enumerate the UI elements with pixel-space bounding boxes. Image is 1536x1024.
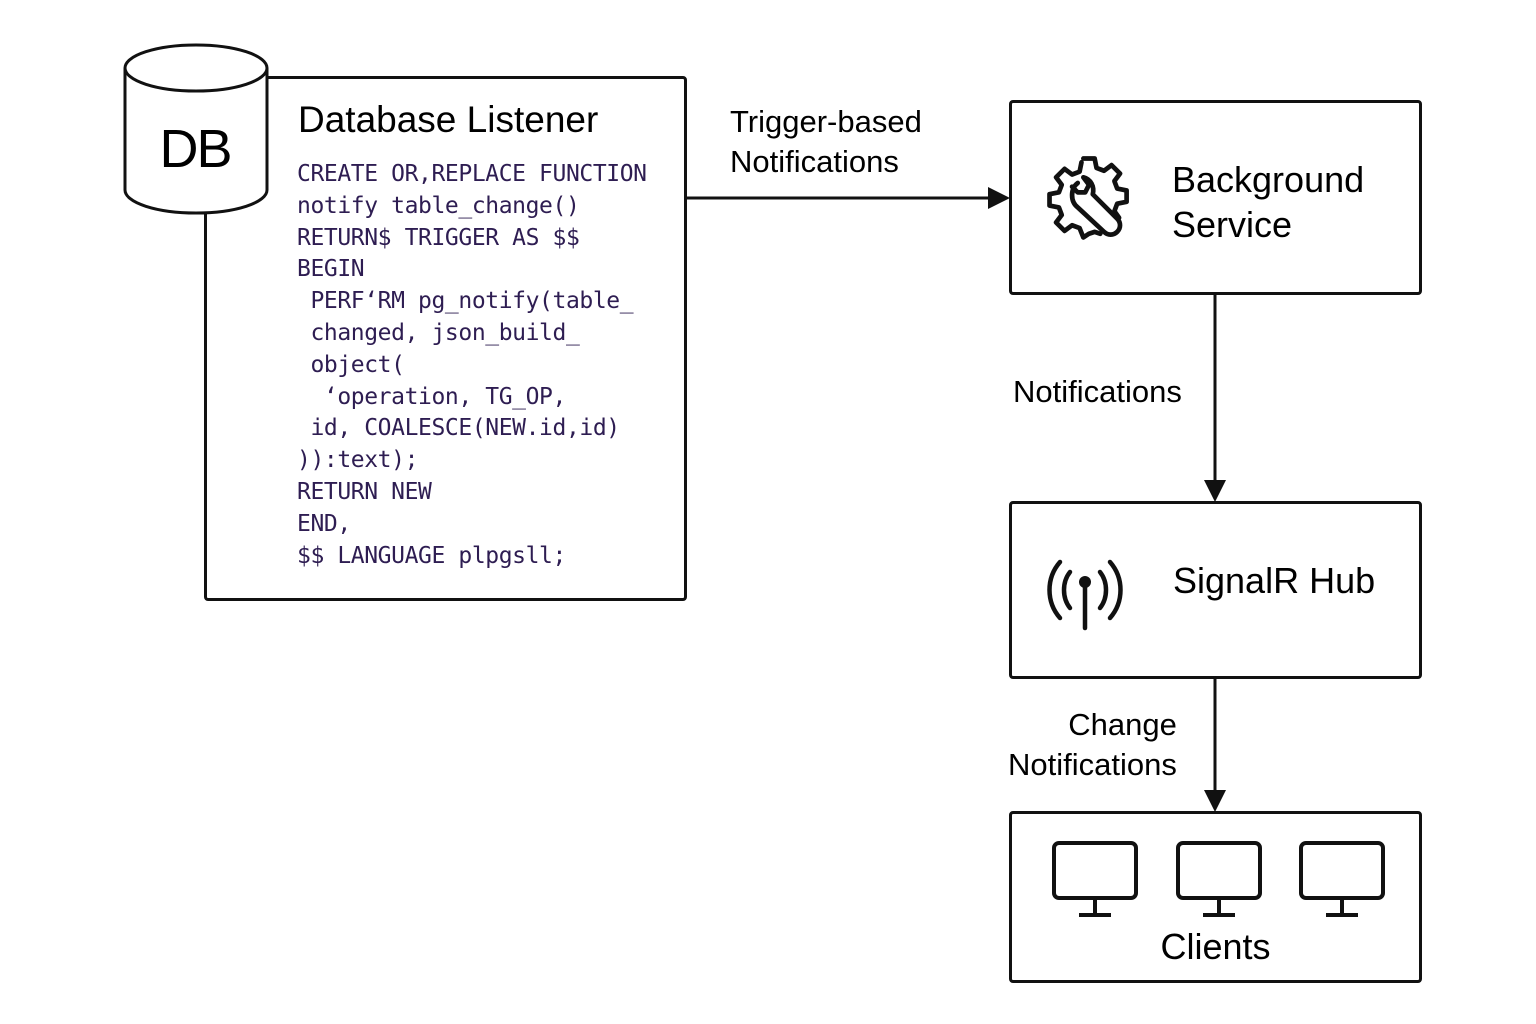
arrow-listener-to-background xyxy=(687,187,1010,209)
monitor-icon xyxy=(1052,841,1138,917)
arrow-hub-to-clients xyxy=(1204,679,1226,812)
database-cylinder-icon xyxy=(123,43,269,215)
clients-title: Clients xyxy=(1160,926,1271,967)
edge-label-text: Trigger-based Notifications xyxy=(730,104,922,179)
edge-label-change-notifications: Change Notifications xyxy=(1008,705,1177,785)
signalr-hub-box: SignalR Hub xyxy=(1009,501,1422,679)
background-service-box: Background Service xyxy=(1009,100,1422,295)
gear-wrench-icon xyxy=(1047,156,1129,240)
edge-label-trigger-based: Trigger-based Notifications xyxy=(730,102,922,182)
signalr-hub-title: SignalR Hub xyxy=(1173,560,1376,601)
sql-code-block: CREATE OR,REPLACE FUNCTION notify table_… xyxy=(297,161,647,569)
broadcast-antenna-icon xyxy=(1047,559,1123,631)
edge-label-notifications: Notifications xyxy=(1013,374,1182,409)
edge-label-text: Change Notifications xyxy=(1008,707,1177,782)
database-listener-title: Database Listener xyxy=(298,99,599,140)
database-label: DB xyxy=(159,119,232,179)
monitor-icon xyxy=(1176,841,1262,917)
background-service-title: Background Service xyxy=(1172,159,1365,245)
clients-box: Clients xyxy=(1009,811,1422,983)
arrow-background-to-hub xyxy=(1204,295,1226,502)
monitor-icon xyxy=(1299,841,1385,917)
database-listener-box: Database Listener CREATE OR,REPLACE FUNC… xyxy=(204,76,687,601)
